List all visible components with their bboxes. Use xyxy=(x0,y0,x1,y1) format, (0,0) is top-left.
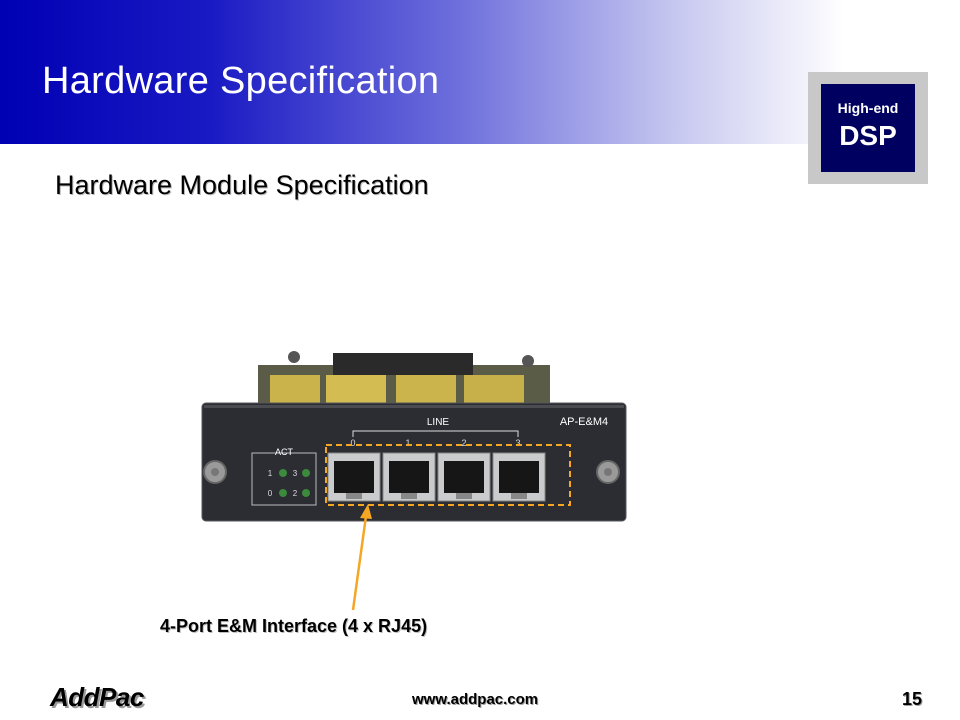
component-2 xyxy=(326,375,386,403)
line-label: LINE xyxy=(427,417,450,428)
port-number-1: 1 xyxy=(405,438,410,448)
page-number: 15 xyxy=(902,689,923,709)
port-number-0: 0 xyxy=(350,438,355,448)
model-label: AP-E&M4 xyxy=(560,416,608,428)
led-0-icon xyxy=(279,489,287,497)
screw-left-center xyxy=(211,468,219,476)
port-number-3: 3 xyxy=(515,438,520,448)
led-1-icon xyxy=(279,469,287,477)
dsp-badge-inner: High-end DSP xyxy=(821,84,915,172)
led-label-0: 0 xyxy=(268,489,273,498)
callout-label: 4-Port E&M Interface (4 x RJ45) xyxy=(160,616,428,636)
led-label-1: 1 xyxy=(268,469,273,478)
header-band xyxy=(0,0,960,144)
screw-right-center xyxy=(604,468,612,476)
component-4 xyxy=(464,375,524,403)
act-box xyxy=(251,452,317,506)
section-subtitle: Hardware Module Specification xyxy=(55,170,429,200)
ports-highlight-box xyxy=(325,444,571,506)
rj45-port-2 xyxy=(437,452,491,502)
slide-title: Hardware Specification xyxy=(42,60,440,102)
badge-line1: High-end xyxy=(837,100,899,116)
dsp-badge: High-end DSP xyxy=(808,72,928,184)
led-label-3: 3 xyxy=(293,469,298,478)
callout-arrow-line xyxy=(351,515,368,611)
faceplate-highlight xyxy=(204,405,624,408)
act-label: ACT xyxy=(275,447,294,457)
rj45-port-1 xyxy=(382,452,436,502)
led-2-icon xyxy=(302,489,310,497)
rj45-port-3 xyxy=(492,452,546,502)
component-3 xyxy=(396,375,456,403)
line-bracket xyxy=(352,430,519,437)
rj45-port-0 xyxy=(327,452,381,502)
footer-url[interactable]: www.addpac.com xyxy=(412,691,539,708)
badge-line2: DSP xyxy=(839,120,897,151)
component-1 xyxy=(270,375,320,403)
led-label-2: 2 xyxy=(293,489,298,498)
board-connector xyxy=(333,353,473,375)
hardware-module-image: LINE AP-E&M4 0 1 2 3 ACT 1 3 0 2 xyxy=(201,351,627,522)
board-standoff-left xyxy=(288,351,300,363)
callout-arrow xyxy=(351,504,372,611)
port-number-2: 2 xyxy=(461,438,466,448)
board-standoff-right xyxy=(522,355,534,367)
addpac-logo: AddPac xyxy=(50,682,144,712)
led-3-icon xyxy=(302,469,310,477)
callout-arrowhead-icon xyxy=(360,504,372,519)
